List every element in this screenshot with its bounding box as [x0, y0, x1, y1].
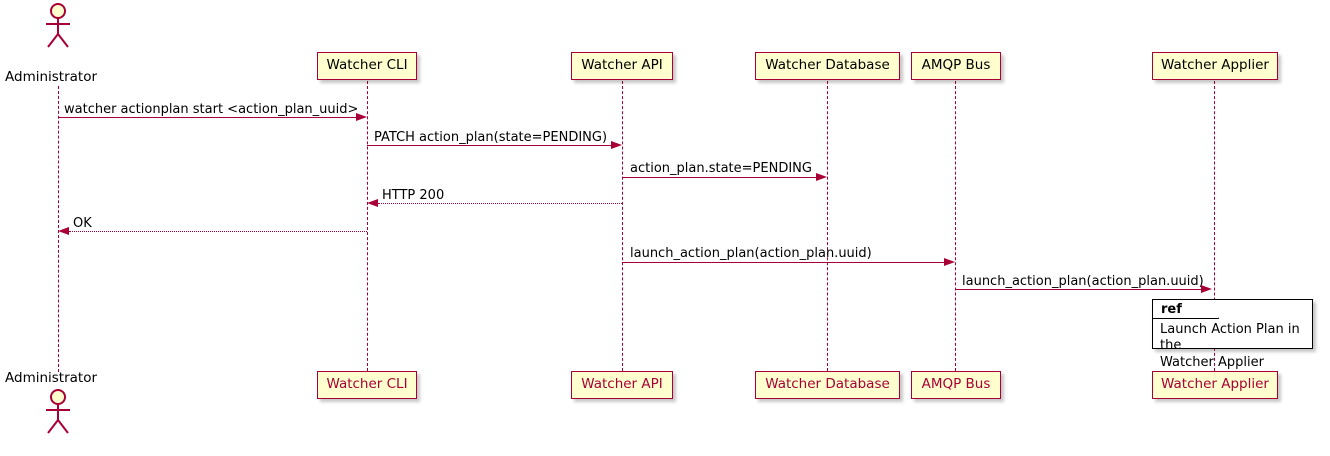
participant-box-watcher-api-bottom[interactable]: Watcher API: [571, 371, 673, 399]
participant-box-watcher-database-top[interactable]: Watcher Database: [755, 52, 900, 80]
actor-stick-figure-icon: [46, 389, 70, 434]
participant-label-watcher-applier-top: Watcher Applier: [1161, 57, 1269, 74]
message-arrowhead-3: [816, 172, 827, 181]
actor-label-top: Administrator: [5, 69, 98, 85]
message-line-1: [58, 117, 358, 118]
message-arrowhead-6: [944, 257, 955, 266]
ref-fragment: ref Launch Action Plan in the Watcher Ap…: [1152, 299, 1313, 370]
message-label-4: HTTP 200: [382, 188, 445, 203]
message-label-1: watcher actionplan start <action_plan_uu…: [64, 102, 359, 117]
participant-label-watcher-cli-bottom: Watcher CLI: [326, 376, 408, 393]
actor-administrator-bottom: [41, 389, 75, 435]
message-label-2: PATCH action_plan(state=PENDING): [374, 130, 608, 145]
ref-fragment-body: Launch Action Plan in the Watcher Applie…: [1160, 322, 1306, 371]
lifeline-watcher-api: [622, 81, 623, 371]
ref-fragment-tab: ref: [1153, 300, 1219, 319]
message-arrowhead-7: [1201, 284, 1212, 293]
actor-stick-figure-icon: [46, 3, 70, 48]
participant-label-watcher-applier-bottom: Watcher Applier: [1161, 376, 1269, 393]
ref-fragment-line-1: Launch Action Plan in the: [1160, 322, 1300, 354]
ref-fragment-keyword: ref: [1161, 301, 1182, 317]
lifeline-watcher-applier: [1214, 81, 1215, 371]
message-line-4: [378, 203, 622, 204]
message-label-7: launch_action_plan(action_plan.uuid): [962, 274, 1204, 289]
participant-box-watcher-applier-top[interactable]: Watcher Applier: [1152, 52, 1278, 80]
ref-fragment-line-2: Watcher Applier: [1160, 354, 1264, 370]
participant-box-watcher-cli-bottom[interactable]: Watcher CLI: [317, 371, 417, 399]
actor-label-bottom: Administrator: [5, 370, 98, 386]
participant-box-watcher-cli-top[interactable]: Watcher CLI: [317, 52, 417, 80]
message-line-5: [69, 231, 367, 232]
participant-box-amqp-bus-bottom[interactable]: AMQP Bus: [911, 371, 1001, 399]
message-arrowhead-1: [356, 112, 367, 121]
message-arrowhead-2: [611, 140, 622, 149]
message-line-6: [622, 262, 946, 263]
message-line-2: [367, 145, 613, 146]
participant-box-watcher-applier-bottom[interactable]: Watcher Applier: [1152, 371, 1278, 399]
participant-label-watcher-cli-top: Watcher CLI: [326, 57, 408, 74]
participant-label-watcher-database-top: Watcher Database: [765, 57, 890, 74]
message-label-5: OK: [73, 216, 92, 231]
participant-label-watcher-api-top: Watcher API: [581, 57, 663, 74]
lifeline-watcher-database: [827, 81, 828, 371]
lifeline-amqp-bus: [955, 81, 956, 371]
message-label-6: launch_action_plan(action_plan.uuid): [630, 246, 872, 261]
lifeline-watcher-cli: [367, 81, 368, 371]
participant-label-amqp-bus-bottom: AMQP Bus: [921, 376, 991, 393]
participant-label-watcher-database-bottom: Watcher Database: [765, 376, 890, 393]
actor-administrator-top: [41, 3, 75, 49]
message-arrowhead-5: [58, 226, 69, 235]
message-line-7: [955, 289, 1203, 290]
message-arrowhead-4: [367, 198, 378, 207]
participant-box-amqp-bus-top[interactable]: AMQP Bus: [911, 52, 1001, 80]
participant-box-watcher-api-top[interactable]: Watcher API: [571, 52, 673, 80]
message-label-3: action_plan.state=PENDING: [630, 161, 812, 176]
participant-box-watcher-database-bottom[interactable]: Watcher Database: [755, 371, 900, 399]
participant-label-watcher-api-bottom: Watcher API: [581, 376, 663, 393]
message-line-3: [622, 177, 818, 178]
participant-label-amqp-bus-top: AMQP Bus: [921, 57, 991, 74]
